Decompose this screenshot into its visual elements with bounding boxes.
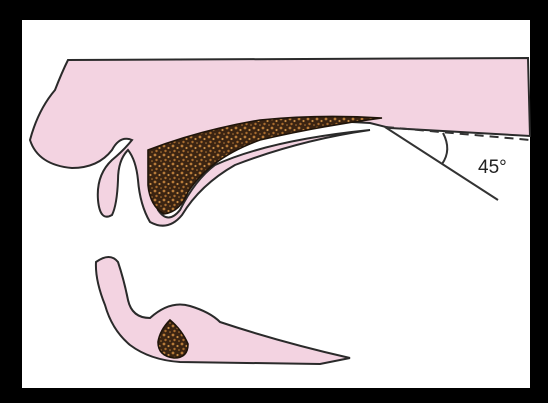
upper-tissue-shape (30, 58, 530, 226)
angle-arc (442, 133, 447, 164)
angle-label: 45° (478, 157, 507, 178)
lower-tissue-shape (96, 257, 350, 364)
